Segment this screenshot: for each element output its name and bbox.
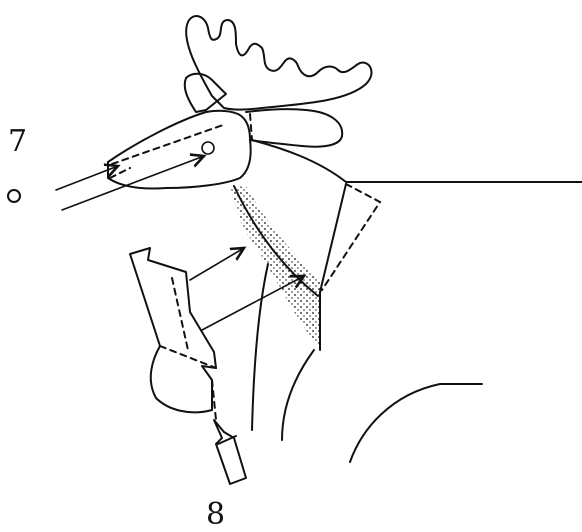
fold-line-chest (322, 184, 380, 290)
fold-line-nose (112, 124, 226, 164)
step-number-7: 7 (8, 127, 27, 157)
head (108, 111, 251, 189)
neck-shading (230, 186, 322, 348)
head-outline-rear (246, 109, 342, 147)
body-lower (282, 350, 314, 440)
start-circle-marker (7, 189, 21, 203)
antler (186, 16, 371, 109)
fold-line-flap-2 (160, 346, 216, 368)
eye (202, 142, 214, 154)
fold-line-flap-1 (172, 278, 188, 350)
arrow-flap-lower (202, 276, 304, 330)
chest-line (320, 184, 346, 350)
arrow-7-bottom (62, 156, 204, 210)
fold-line-muzzle (110, 168, 130, 178)
ear (185, 74, 226, 112)
hind-leg (350, 384, 482, 462)
arrow-flap-upper (190, 248, 244, 280)
front-leg (252, 264, 268, 430)
step-number-8: 8 (206, 500, 225, 530)
glue-stick (214, 420, 246, 484)
